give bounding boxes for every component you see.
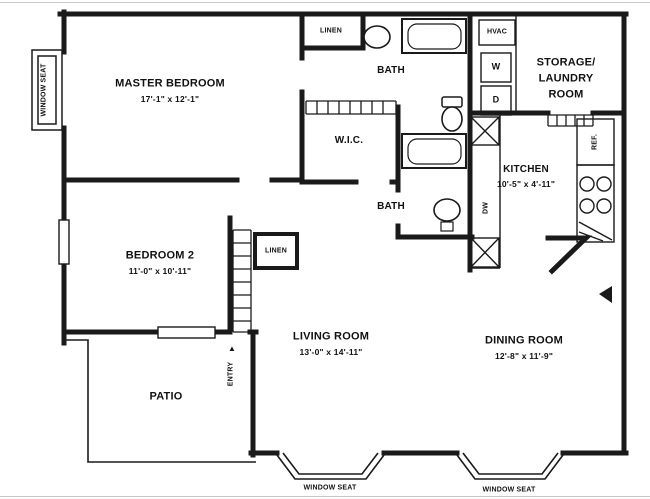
hvac-label: HVAC: [486, 28, 508, 36]
room-dims-dining-room: 12'-8" x 11'-9": [494, 350, 554, 361]
hvac-box: [478, 19, 516, 46]
window-seat-left-box: [31, 49, 63, 131]
linen-top-label: LINEN: [320, 27, 342, 35]
kitchen-angled-wall: [545, 235, 593, 275]
room-label-kitchen: KITCHEN: [503, 164, 549, 175]
bathtub-top-inner: [407, 23, 462, 50]
washer-label: W: [491, 61, 501, 72]
closet-rod-wic: [305, 100, 397, 115]
dishwasher-label: DW: [482, 201, 490, 215]
room-label-bedroom-2: BEDROOM 2: [125, 249, 195, 262]
dryer-label: D: [492, 94, 500, 105]
room-dims-bedroom-2: 11'-0" x 10'-11": [128, 265, 192, 276]
room-label-bath-bottom: BATH: [377, 201, 405, 212]
door-marker-right-wall: [599, 286, 612, 303]
scan-edge-top: [0, 2, 650, 3]
scan-edge-bottom: [0, 496, 650, 497]
linen-hall-label: LINEN: [265, 247, 287, 255]
sink-bath-bottom: [433, 198, 461, 222]
dryer-box: [480, 85, 512, 116]
toilet-tank: [441, 96, 463, 108]
entry-arrow-icon: ▲: [227, 344, 237, 353]
room-label-storage-line1: STORAGE/: [536, 56, 596, 69]
room-label-patio: PATIO: [149, 390, 183, 403]
window-seat-left-label: WINDOW SEAT: [40, 63, 48, 117]
kitchen-counter-left: [470, 115, 501, 269]
bay-window-right: [456, 452, 564, 480]
refrigerator-label: REF.: [591, 134, 599, 150]
room-dims-master-bedroom: 17'-1" x 12'-1": [140, 93, 200, 104]
toilet-bowl: [441, 106, 463, 132]
stove-counter: [576, 164, 615, 243]
sink-pedestal: [440, 221, 454, 232]
room-label-bath-top: BATH: [377, 65, 405, 76]
stove-burners: [579, 176, 612, 214]
room-dims-kitchen: 10'-5" x 4'-11": [496, 178, 556, 189]
room-label-dining-room: DINING ROOM: [485, 334, 563, 347]
room-label-storage-line2: LAUNDRY: [538, 72, 594, 85]
linen-closet-hall-box: [253, 232, 299, 270]
kitchen-counter-right: [576, 118, 615, 243]
washer-box: [480, 52, 512, 83]
window-seat-bottom-right-label: WINDOW SEAT: [482, 486, 536, 494]
room-label-wic: W.I.C.: [334, 135, 364, 146]
laundry-bifold-door: [547, 114, 594, 127]
exterior-walls: [57, 9, 629, 456]
bay-window-left: [276, 452, 385, 480]
closet-shelving-bedroom2: [232, 229, 252, 333]
room-label-living-room: LIVING ROOM: [292, 330, 370, 343]
sink-hatch: [578, 221, 613, 242]
sink-bath-top: [363, 25, 391, 49]
bedroom2-window: [58, 219, 70, 265]
storage-room-fixtures: [478, 14, 517, 116]
entry-label: ENTRY: [227, 361, 235, 387]
window-seat-bottom-left-label: WINDOW SEAT: [303, 484, 357, 492]
room-label-storage-line3: ROOM: [548, 88, 584, 101]
bath-fixtures: [363, 18, 467, 232]
room-label-master-bedroom: MASTER BEDROOM: [115, 77, 225, 90]
bathtub-bottom-inner: [407, 138, 462, 165]
patio-window: [157, 326, 216, 339]
windows: [58, 219, 216, 339]
room-dims-living-room: 13'-0" x 14'-11": [299, 346, 363, 357]
patio-outline: [64, 339, 256, 463]
